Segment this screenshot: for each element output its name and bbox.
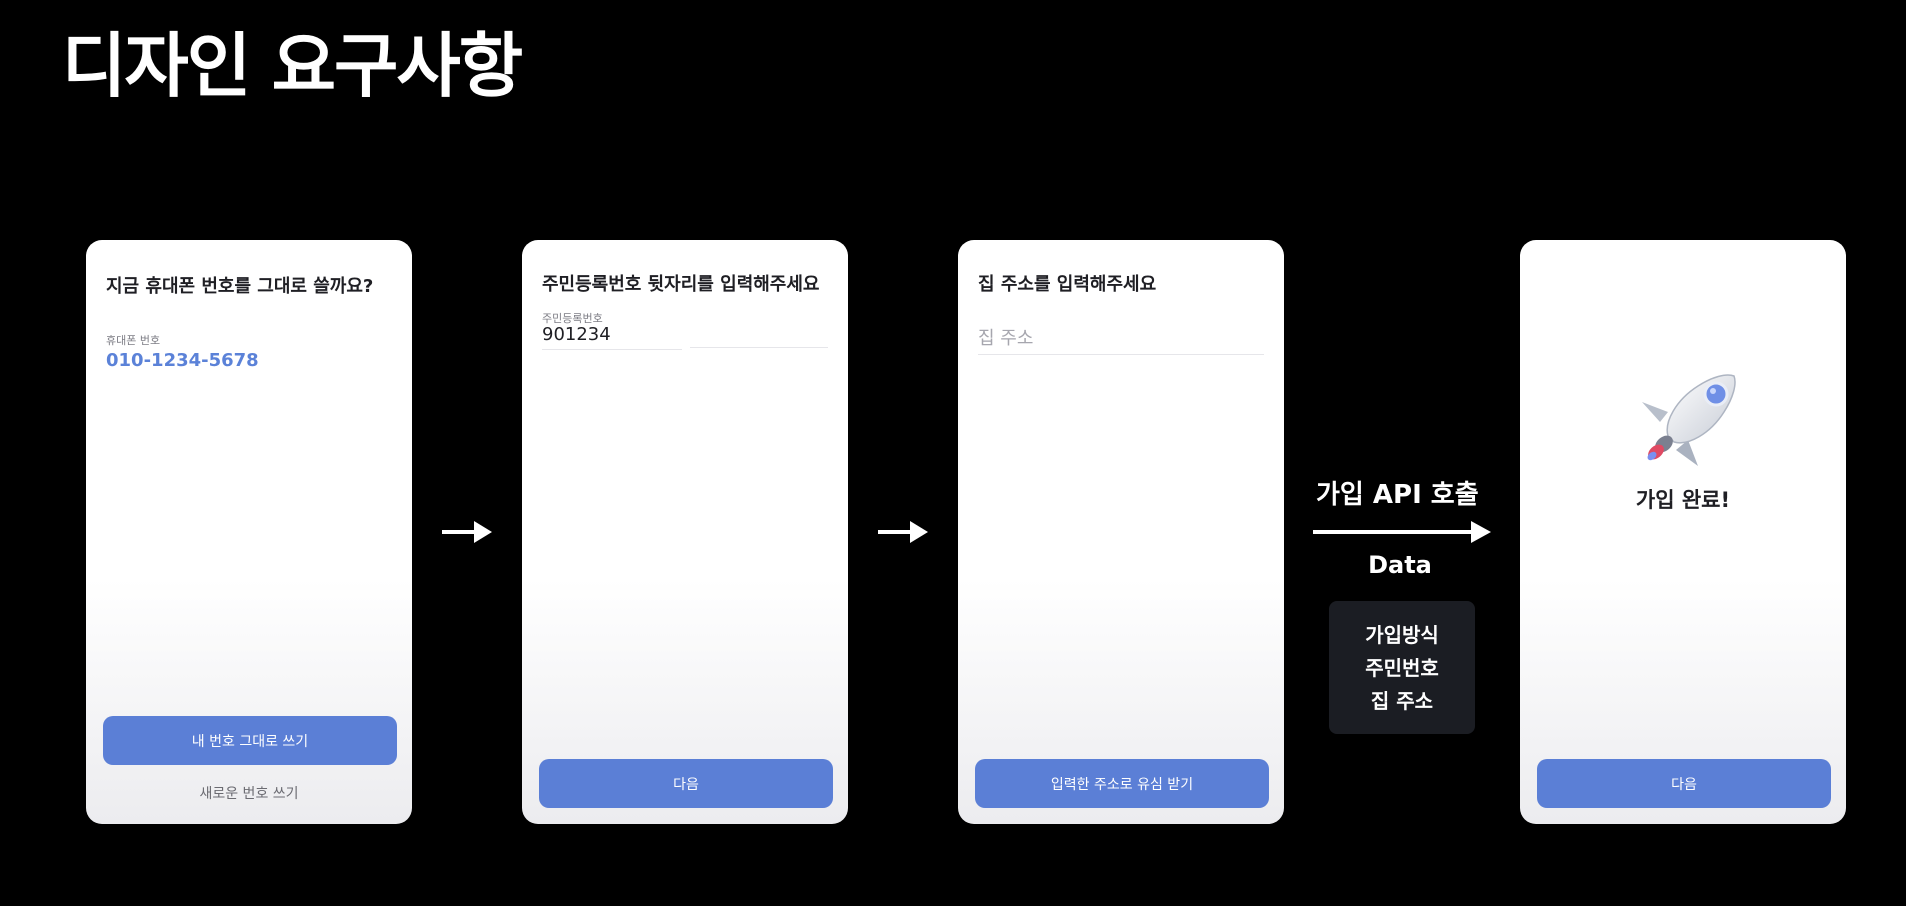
use-my-number-button[interactable]: 내 번호 그대로 쓰기 bbox=[103, 716, 397, 765]
screen-question: 지금 휴대폰 번호를 그대로 쓸까요? bbox=[106, 276, 374, 297]
phone-screen-phone-check: 지금 휴대폰 번호를 그대로 쓸까요? 휴대폰 번호 010-1234-5678… bbox=[86, 240, 412, 824]
next-button[interactable]: 다음 bbox=[1537, 759, 1831, 808]
phone-screen-complete: 가입 완료! 다음 bbox=[1520, 240, 1846, 824]
next-button[interactable]: 다음 bbox=[539, 759, 833, 808]
screen-question: 집 주소를 입력해주세요 bbox=[978, 274, 1157, 295]
arrow-right-icon bbox=[442, 521, 492, 543]
use-new-number-link[interactable]: 새로운 번호 쓰기 bbox=[199, 786, 299, 802]
resident-number-front-input[interactable]: 901234 bbox=[542, 324, 682, 350]
data-payload-box: 가입방식 주민번호 집 주소 bbox=[1329, 601, 1475, 734]
phone-number-value: 010-1234-5678 bbox=[106, 350, 259, 371]
data-item: 집 주소 bbox=[1370, 688, 1434, 713]
data-label: Data bbox=[1368, 551, 1432, 579]
data-item: 가입방식 bbox=[1365, 622, 1439, 647]
signup-complete-title: 가입 완료! bbox=[1635, 488, 1731, 512]
phone-screen-resident-number: 주민등록번호 뒷자리를 입력해주세요 주민등록번호 901234 다음 bbox=[522, 240, 848, 824]
rocket-icon bbox=[1642, 374, 1736, 466]
arrow-right-icon bbox=[878, 521, 928, 543]
resident-number-back-input[interactable] bbox=[690, 324, 828, 348]
address-input[interactable]: 집 주소 bbox=[978, 324, 1264, 355]
phone-number-label: 휴대폰 번호 bbox=[106, 334, 161, 347]
screen-question: 주민등록번호 뒷자리를 입력해주세요 bbox=[542, 274, 820, 295]
resident-number-label: 주민등록번호 bbox=[542, 312, 603, 325]
receive-usim-button[interactable]: 입력한 주소로 유심 받기 bbox=[975, 759, 1269, 808]
slide-title: 디자인 요구사항 bbox=[62, 25, 523, 107]
data-item: 주민번호 bbox=[1365, 655, 1439, 680]
api-call-label: 가입 API 호출 bbox=[1316, 480, 1479, 510]
arrow-right-icon bbox=[1313, 521, 1491, 543]
phone-screen-address: 집 주소를 입력해주세요 집 주소 입력한 주소로 유심 받기 bbox=[958, 240, 1284, 824]
